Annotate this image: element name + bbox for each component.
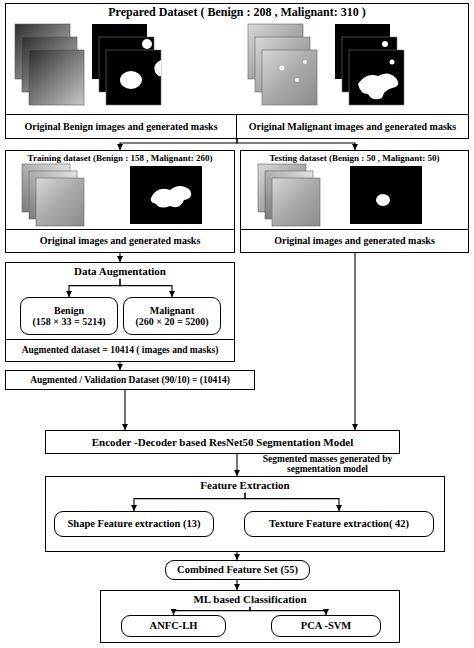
connector-arrow [120,139,237,150]
node-text: Encoder -Decoder based ResNet50 Segmenta… [92,436,353,449]
model-box: Encoder -Decoder based ResNet50 Segmenta… [45,430,400,454]
node-text: Shape Feature extraction (13) [67,518,200,530]
connector-arrow [69,279,120,297]
connector-arrow [124,390,125,430]
node-text: PCA -SVM [301,620,351,632]
node-heading: Training dataset (Benign : 158 , Maligna… [6,151,234,163]
node-text: ANFC-LH [150,620,198,632]
node-heading: ML based Classification [101,591,399,606]
benign-mask-stack [92,24,161,105]
connector-arrow [134,493,245,511]
connector-arrow [250,607,326,615]
node-heading: Data Augmentation [6,263,234,278]
process-box: ML based ClassificationANFC-LH PCA -SVM [100,590,400,643]
node-text: (158 × 33 = 5214) [32,316,105,328]
process-box: Augmented / Validation Dataset (90/10) =… [5,370,255,390]
caption-band: Original Benign images and generated mas… [6,114,237,138]
training-images [22,164,202,226]
feature-box: Texture Feature extraction( 42) [244,511,434,537]
testing-images [258,164,422,226]
classifier-box: ANFC-LH [121,615,226,637]
classifier-box: PCA -SVM [271,615,381,637]
connector-arrow [245,493,339,511]
connector-arrow [119,253,120,262]
feature-set-box: Combined Feature Set (55) [165,560,310,580]
connector-arrow [236,552,237,560]
node-text: Original Malignant images and generated … [249,121,457,133]
feature-box: Shape Feature extraction (13) [54,511,214,537]
connector-arrow [120,279,172,297]
caption-band: Original images and generated masks [241,229,468,252]
connector-arrow [237,139,355,150]
caption-band: Original images and generated masks [6,229,234,252]
node-text: Combined Feature Set (55) [177,564,298,576]
node-text: Original Benign images and generated mas… [24,121,217,133]
process-box: Data AugmentationBenign(158 × 33 = 5214)… [5,262,235,362]
node-heading: Testing dataset (Benign : 50 , Malignant… [241,151,468,163]
connector-arrow [236,454,237,476]
summary-band: Augmented dataset = 10414 ( images and m… [6,339,234,361]
class-box: Benign(158 × 33 = 5214) [20,297,118,335]
connector-arrow [354,253,355,430]
node-text: Original images and generated masks [274,235,435,247]
caption-band: Original Malignant images and generated … [237,114,468,138]
connector-arrow [174,607,251,615]
node-heading: Feature Extraction [46,477,444,492]
connector-arrow [119,362,120,370]
malignant-image-stack [248,24,317,105]
node-text: Texture Feature extraction( 42) [269,518,409,530]
node-text: Augmented dataset = 10414 ( images and m… [22,345,219,356]
node-text: Benign [54,305,84,317]
node-text: Augmented / Validation Dataset (90/10) =… [30,375,230,386]
class-box: Malignant(260 × 20 = 5200) [123,297,221,335]
benign-image-stack [15,24,84,105]
connector-arrow [236,580,237,590]
node-text: Malignant [150,305,194,317]
node-text: Original images and generated masks [40,235,201,247]
malignant-mask-stack [335,24,404,105]
edge-label: Segmented masses generated by segmentati… [240,455,415,475]
node-heading: Prepared Dataset ( Benign : 208 , Malign… [6,4,468,20]
process-box: Feature ExtractionShape Feature extracti… [45,476,445,552]
node-text: (260 × 20 = 5200) [135,316,208,328]
